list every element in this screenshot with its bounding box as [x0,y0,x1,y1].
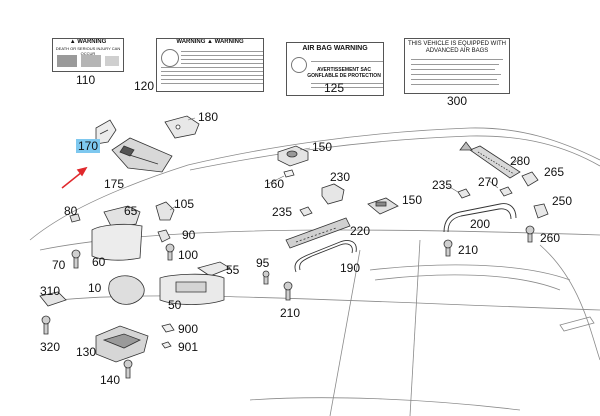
label-175: 175 [104,177,125,191]
window-line [369,264,571,281]
door-frame-b [409,239,421,416]
label-210-b: 210 [458,243,479,257]
pointer-arrow [61,171,83,189]
card-125-sub1: AVERTISSEMENT SAC [316,67,372,73]
label-10: 10 [88,281,102,295]
body-line-left [29,164,189,241]
part-105 [155,201,175,221]
label-55: 55 [226,263,240,277]
door-handle [559,316,595,332]
label-235-b: 235 [432,178,453,192]
label-90: 90 [182,228,196,242]
card-125-title: AIR BAG WARNING [302,45,368,52]
part-90 [157,229,171,243]
label-260: 260 [540,231,561,245]
card-120-title: WARNING ▲ WARNING [176,39,244,45]
part-80 [69,213,81,223]
part-10 [108,275,145,305]
part-160 [283,169,295,178]
label-105: 105 [174,197,195,211]
label-180: 180 [198,110,219,124]
part-55 [197,261,231,277]
part-175 [111,137,173,173]
label-120: 120 [134,79,155,93]
warning-label-120: WARNING ▲ WARNING [156,38,264,92]
part-901 [161,341,172,349]
part-265 [521,171,539,187]
part-280 [469,145,521,179]
part-270 [499,186,513,197]
label-320: 320 [40,340,61,354]
card-125-sub2: GONFLABLE DE PROTECTION [307,73,381,79]
label-65: 65 [124,204,138,218]
label-190: 190 [340,261,361,275]
warning-label-110: ▲ WARNING DEATH OR SERIOUS INJURY CAN OC… [52,38,124,72]
label-110: 110 [76,73,96,87]
label-250: 250 [552,194,573,208]
label-265: 265 [544,165,565,179]
label-300: 300 [447,94,468,108]
door-frame-c [539,244,600,361]
label-50: 50 [168,298,182,312]
label-130: 130 [76,345,97,359]
card-300-title: THIS VEHICLE IS EQUIPPED WITH [407,41,506,47]
label-230: 230 [330,170,351,184]
part-250 [533,203,549,219]
part-235b [457,188,471,199]
part-60 [91,223,143,261]
label-80: 80 [64,204,78,218]
label-170: 170 [76,139,101,153]
body-lower [59,295,600,311]
label-900: 900 [178,322,199,336]
warning-label-125: AIR BAG WARNING AVERTISSEMENT SAC GONFLA… [286,42,384,96]
label-150-b: 150 [402,193,423,207]
label-310: 310 [40,284,61,298]
card-300-title2: ADVANCED AIR BAGS [425,48,489,54]
label-200: 200 [470,217,491,231]
label-95: 95 [256,256,270,270]
part-190 [294,240,357,273]
card-110-title: ▲ WARNING [69,39,107,45]
window-line-2 [374,274,561,291]
roof-outline [187,127,600,166]
part-180 [164,115,200,139]
roof-outline-inner [189,135,600,171]
lower-sill [249,397,521,411]
card-110-line1: DEATH OR SERIOUS INJURY CAN OCCUR [55,46,121,56]
label-220: 220 [350,224,371,238]
part-200 [443,203,517,233]
part-310 [39,291,67,307]
warning-label-300: THIS VEHICLE IS EQUIPPED WITH ADVANCED A… [404,38,510,94]
label-150-a: 150 [312,140,333,154]
windshield-edge [39,229,600,251]
label-280: 280 [510,154,531,168]
label-270: 270 [478,175,499,189]
part-900 [161,323,175,333]
label-160: 160 [264,177,285,191]
door-frame-a [329,249,361,416]
label-210-a: 210 [280,306,301,320]
part-235a [299,206,313,217]
label-140: 140 [100,373,121,387]
part-220 [285,217,351,249]
label-100: 100 [178,248,199,262]
label-901: 901 [178,340,199,354]
label-125: 125 [324,81,345,95]
label-60: 60 [92,255,106,269]
roof-antenna [459,141,473,151]
part-230 [321,183,345,205]
label-70: 70 [52,258,66,272]
label-235-a: 235 [272,205,293,219]
